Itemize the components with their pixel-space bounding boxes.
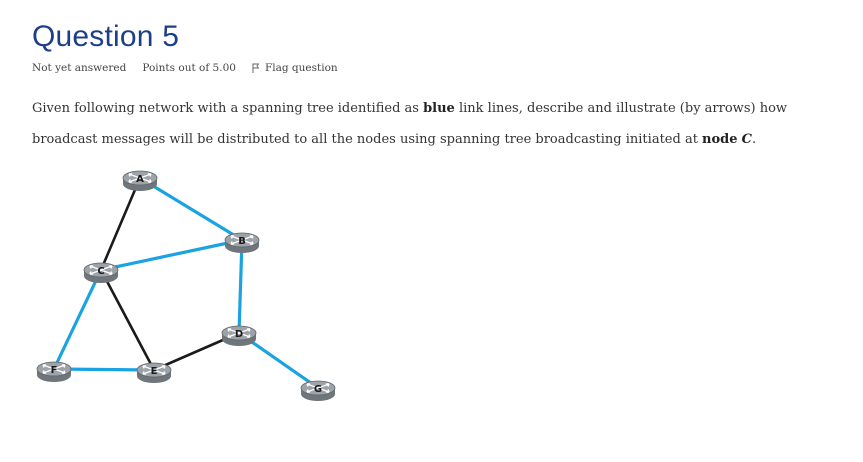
text-end: . [752, 132, 757, 147]
question-info: Not yet answered Points out of 5.00 Flag… [32, 62, 338, 74]
flag-question-link[interactable]: Flag question [252, 62, 338, 74]
router-label-d: D [235, 329, 243, 340]
question-status: Not yet answered [32, 62, 127, 74]
text-bold-node: node [702, 132, 738, 147]
text-bold-c: C [742, 132, 752, 147]
flag-question-label: Flag question [264, 62, 338, 74]
router-label-b: B [238, 236, 246, 247]
network-routers: A B C D E F G [36, 170, 336, 401]
link-c-b [100, 238, 243, 272]
text-bold-c-italic: C [741, 132, 753, 147]
router-label-f: F [51, 365, 58, 376]
router-label-e: E [151, 366, 158, 377]
text-part-1: Given following network with a spanning … [32, 101, 424, 116]
question-points: Points out of 5.00 [142, 62, 236, 74]
link-a-c [99, 177, 142, 271]
router-d: D [221, 325, 257, 346]
link-c-f [52, 269, 103, 370]
router-b: B [224, 232, 260, 253]
router-g: G [300, 380, 336, 401]
router-e: E [136, 362, 172, 383]
router-a: A [122, 170, 158, 191]
router-c: C [83, 262, 119, 283]
router-label-a: A [136, 174, 144, 185]
question-title: Question 5 [32, 20, 180, 53]
network-links [52, 176, 319, 390]
text-bold-blue: blue [423, 101, 455, 116]
flag-icon [252, 63, 259, 73]
link-c-e [99, 269, 156, 371]
link-a-b [139, 176, 243, 242]
router-f: F [36, 361, 72, 382]
router-label-c: C [97, 266, 104, 277]
question-text: Given following network with a spanning … [32, 93, 842, 155]
text-part-2: link lines, describe and illustrate (by … [32, 101, 788, 147]
link-b-d [237, 239, 244, 334]
router-label-g: G [314, 384, 322, 395]
